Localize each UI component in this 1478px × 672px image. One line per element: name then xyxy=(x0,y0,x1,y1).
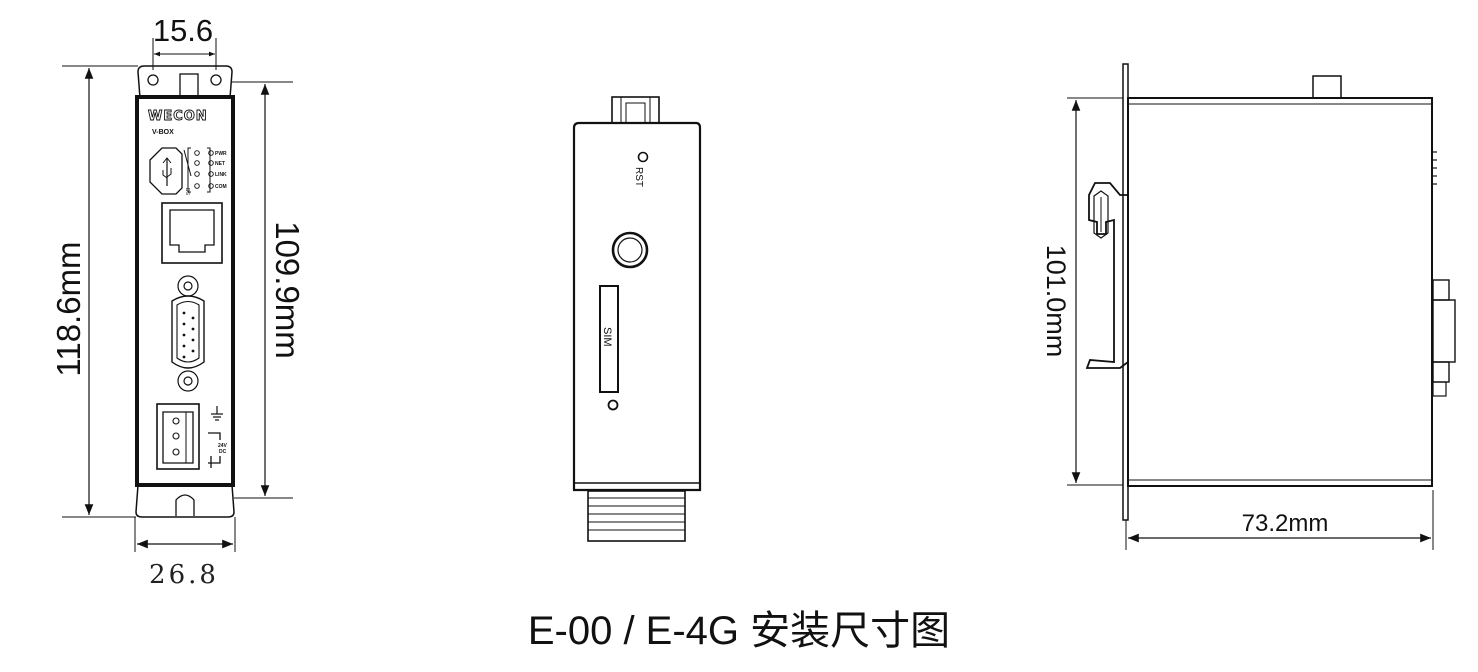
mount-hole-icon xyxy=(210,74,222,86)
reset-label: RST xyxy=(633,167,644,187)
dimension-drawing: 15.6 118.6mm 109.9mm 26.8 xyxy=(50,13,1456,590)
side-view: 101.0mm 73.2mm xyxy=(1041,63,1456,550)
sim-slot xyxy=(599,285,619,393)
antenna-connector-icon xyxy=(611,96,660,124)
mount-hole-icon xyxy=(147,74,159,86)
body-height-dimension: 109.9mm xyxy=(232,81,306,499)
side-depth-dimension: 73.2mm xyxy=(1125,490,1434,550)
side-height-dimension: 101.0mm xyxy=(1041,97,1132,486)
com-led-icon xyxy=(208,183,214,189)
link-led-icon xyxy=(208,171,214,177)
led-com-label: COM xyxy=(215,184,227,190)
body-height-label: 109.9mm xyxy=(269,221,306,359)
side-vent-marks xyxy=(1433,151,1437,185)
reset-button-icon xyxy=(637,151,649,163)
side-serial-profile xyxy=(1432,279,1456,397)
bottom-terminal-icon xyxy=(587,490,686,542)
top-width-label: 15.6 xyxy=(153,13,213,48)
led-net-label: NET xyxy=(215,161,225,167)
top-view: RST SIM xyxy=(572,96,702,542)
svg-text:DS: DS xyxy=(184,188,190,196)
overall-height-dimension: 118.6mm xyxy=(50,65,138,518)
side-height-label: 101.0mm xyxy=(1041,245,1071,358)
power-terminal-icon: 24V DC xyxy=(156,403,228,470)
net-led-icon xyxy=(208,160,214,166)
top-width-dimension: 15.6 xyxy=(152,13,217,70)
antenna-jack-icon xyxy=(611,231,649,269)
ethernet-port-icon xyxy=(161,202,223,264)
drawing-caption: E-00 / E-4G 安装尺寸图 xyxy=(527,609,951,653)
power-voltage-label: 24V xyxy=(218,443,228,449)
overall-height-label: 118.6mm xyxy=(50,241,87,376)
brand-logo: WECON xyxy=(148,109,208,124)
side-depth-label: 73.2mm xyxy=(1242,510,1329,537)
front-view: 15.6 118.6mm 109.9mm 26.8 xyxy=(50,13,306,590)
din-rail-clip-icon xyxy=(1085,182,1129,369)
model-label: V-BOX xyxy=(152,129,174,136)
led-link-label: LINK xyxy=(215,172,227,178)
side-top-connector xyxy=(1312,75,1342,99)
serial-port-icon xyxy=(171,275,205,392)
sim-label: SIM xyxy=(601,327,613,347)
power-type-label: DC xyxy=(219,449,227,455)
led-panel: PWR NET LINK COM xyxy=(187,147,227,193)
pwr-led-icon xyxy=(208,150,214,156)
indicator-hole-icon xyxy=(607,399,619,411)
bottom-width-label: 26.8 xyxy=(149,560,219,590)
led-pwr-label: PWR xyxy=(215,151,227,157)
bottom-width-dimension: 26.8 xyxy=(134,517,236,590)
